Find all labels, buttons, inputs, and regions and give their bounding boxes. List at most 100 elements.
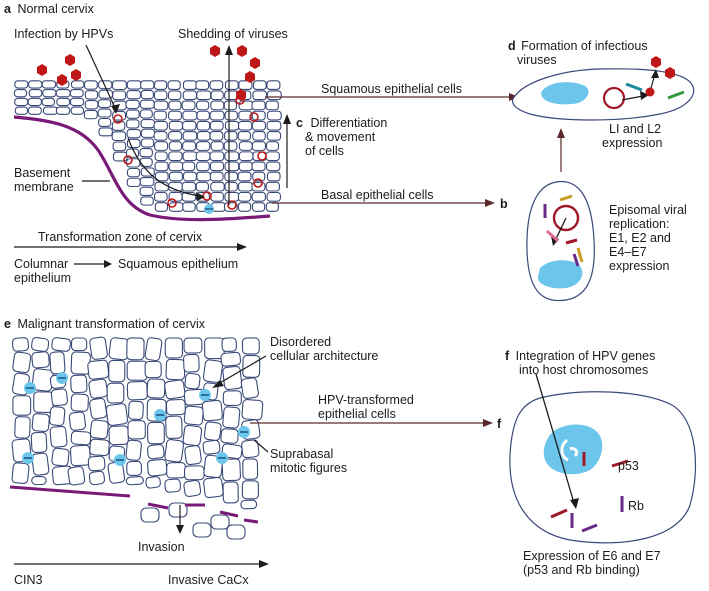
label-invasive: Invasive CaCx (168, 573, 249, 587)
dysplastic-cell (242, 458, 259, 480)
epithelial-cell (210, 191, 224, 202)
dysplastic-cell (241, 439, 260, 459)
dysplastic-cell (164, 478, 182, 493)
dysplastic-cell (127, 400, 144, 421)
epithelial-cell (238, 151, 254, 162)
epithelial-cell (28, 80, 43, 89)
dysplastic-cell (222, 365, 243, 391)
dysplastic-cell (68, 411, 87, 431)
epithelial-cell (69, 97, 85, 107)
epithelial-cell (98, 127, 113, 137)
panel-d: d Formation of infectious viruses LI and… (508, 39, 695, 172)
epithelial-cell (84, 99, 99, 110)
label-columnar-2: epithelium (14, 271, 71, 285)
epithelial-cell (266, 171, 281, 182)
episomal-genome-icon (552, 204, 580, 232)
squamous-nucleus (541, 82, 589, 105)
epithelial-cell (154, 202, 169, 212)
infected-cells (113, 95, 267, 210)
epithelial-cell (84, 90, 99, 100)
epithelial-cell (154, 161, 169, 172)
label-disordered-2: cellular architecture (270, 349, 378, 363)
epithelial-cell (266, 110, 282, 121)
epithelial-cell (153, 110, 167, 121)
dysplastic-cell (69, 444, 91, 467)
epithelial-cell (69, 89, 84, 98)
dysplastic-cell (70, 337, 88, 352)
epithelial-cell (266, 90, 282, 101)
dysplastic-cell (201, 399, 223, 422)
dysplastic-cell (126, 337, 145, 361)
epithelial-cell (224, 151, 240, 162)
epithelial-cell (126, 177, 141, 188)
epithelial-cell (42, 89, 57, 98)
label-hpv-transformed-2: epithelial cells (318, 407, 396, 421)
epithelial-cell (98, 117, 112, 127)
epithelial-cell (196, 110, 210, 121)
infected-nucleus-icon (249, 112, 259, 122)
epithelial-cell (140, 89, 154, 100)
epithelial-cell (223, 100, 238, 111)
label-transformation-zone: Transformation zone of cervix (38, 230, 203, 244)
epithelial-cell (154, 151, 168, 162)
epithelial-cell (98, 80, 113, 90)
label-formation-1: Formation of infectious (521, 39, 647, 53)
epithelial-cell (70, 106, 85, 115)
dysplastic-cell (203, 421, 222, 441)
epithelial-cell (55, 89, 71, 98)
integration-arrow (535, 373, 575, 504)
epithelial-cell (140, 138, 155, 148)
panel-f-title: f Integration of HPV genes (505, 349, 655, 363)
label-differentiation-3: of cells (305, 144, 344, 158)
label-episomal-1: Episomal viral (609, 203, 687, 217)
dysplastic-cell (182, 424, 203, 447)
label-episomal-5: expression (609, 259, 669, 273)
epithelial-cell (42, 106, 58, 115)
epithelial-cell (41, 80, 57, 89)
virion-icon (57, 74, 67, 86)
epithelial-cell (14, 106, 29, 115)
label-cin3: CIN3 (14, 573, 43, 587)
dysplastic-cell (147, 421, 165, 445)
infected-nucleus-icon (123, 155, 133, 165)
epithelial-cell (41, 97, 55, 107)
epithelial-cell (210, 181, 225, 192)
epithelial-cell (14, 80, 29, 89)
panel-e: e Malignant transformation of cervix Dis… (4, 317, 502, 587)
e7-fragment-icon (572, 253, 580, 267)
virion-icon (65, 54, 75, 66)
viral-genome-icon (602, 86, 626, 110)
p53-protein-icon (611, 459, 629, 468)
epithelial-cell (139, 99, 155, 109)
epithelial-cell (209, 151, 225, 162)
epithelial-cell (28, 89, 43, 98)
epithelial-cell (182, 202, 196, 212)
epithelial-cell (153, 100, 169, 111)
epithelial-cell (97, 99, 112, 109)
dysplastic-cell (166, 462, 187, 479)
epithelial-cell (126, 128, 142, 139)
infected-nucleus-icon (113, 114, 123, 124)
invading-cell (192, 522, 212, 538)
dysplastic-cell (221, 458, 242, 482)
e6-fragment-icon (576, 247, 584, 263)
epithelial-cell (210, 141, 224, 151)
epithelial-cell (153, 120, 168, 131)
infected-nucleus-icon (167, 198, 177, 208)
basal-mitotic-figure (204, 204, 214, 214)
epithelial-cell (224, 110, 238, 121)
epithelial-cell (266, 131, 282, 141)
dysplastic-cell (126, 360, 148, 381)
dysplastic-cell (146, 458, 168, 477)
epithelial-cell (125, 99, 140, 110)
epithelial-cell (140, 80, 155, 90)
epithelial-cell (209, 131, 224, 141)
epithelial-cell (154, 181, 169, 192)
label-integration-2: into host chromosomes (519, 363, 648, 377)
epithelial-cell (153, 80, 168, 91)
epithelial-cell (224, 191, 240, 202)
dysplastic-cell (11, 462, 30, 484)
l1-arrow (621, 95, 644, 101)
epithelial-cell (55, 106, 71, 115)
dysplastic-cell (183, 479, 202, 498)
